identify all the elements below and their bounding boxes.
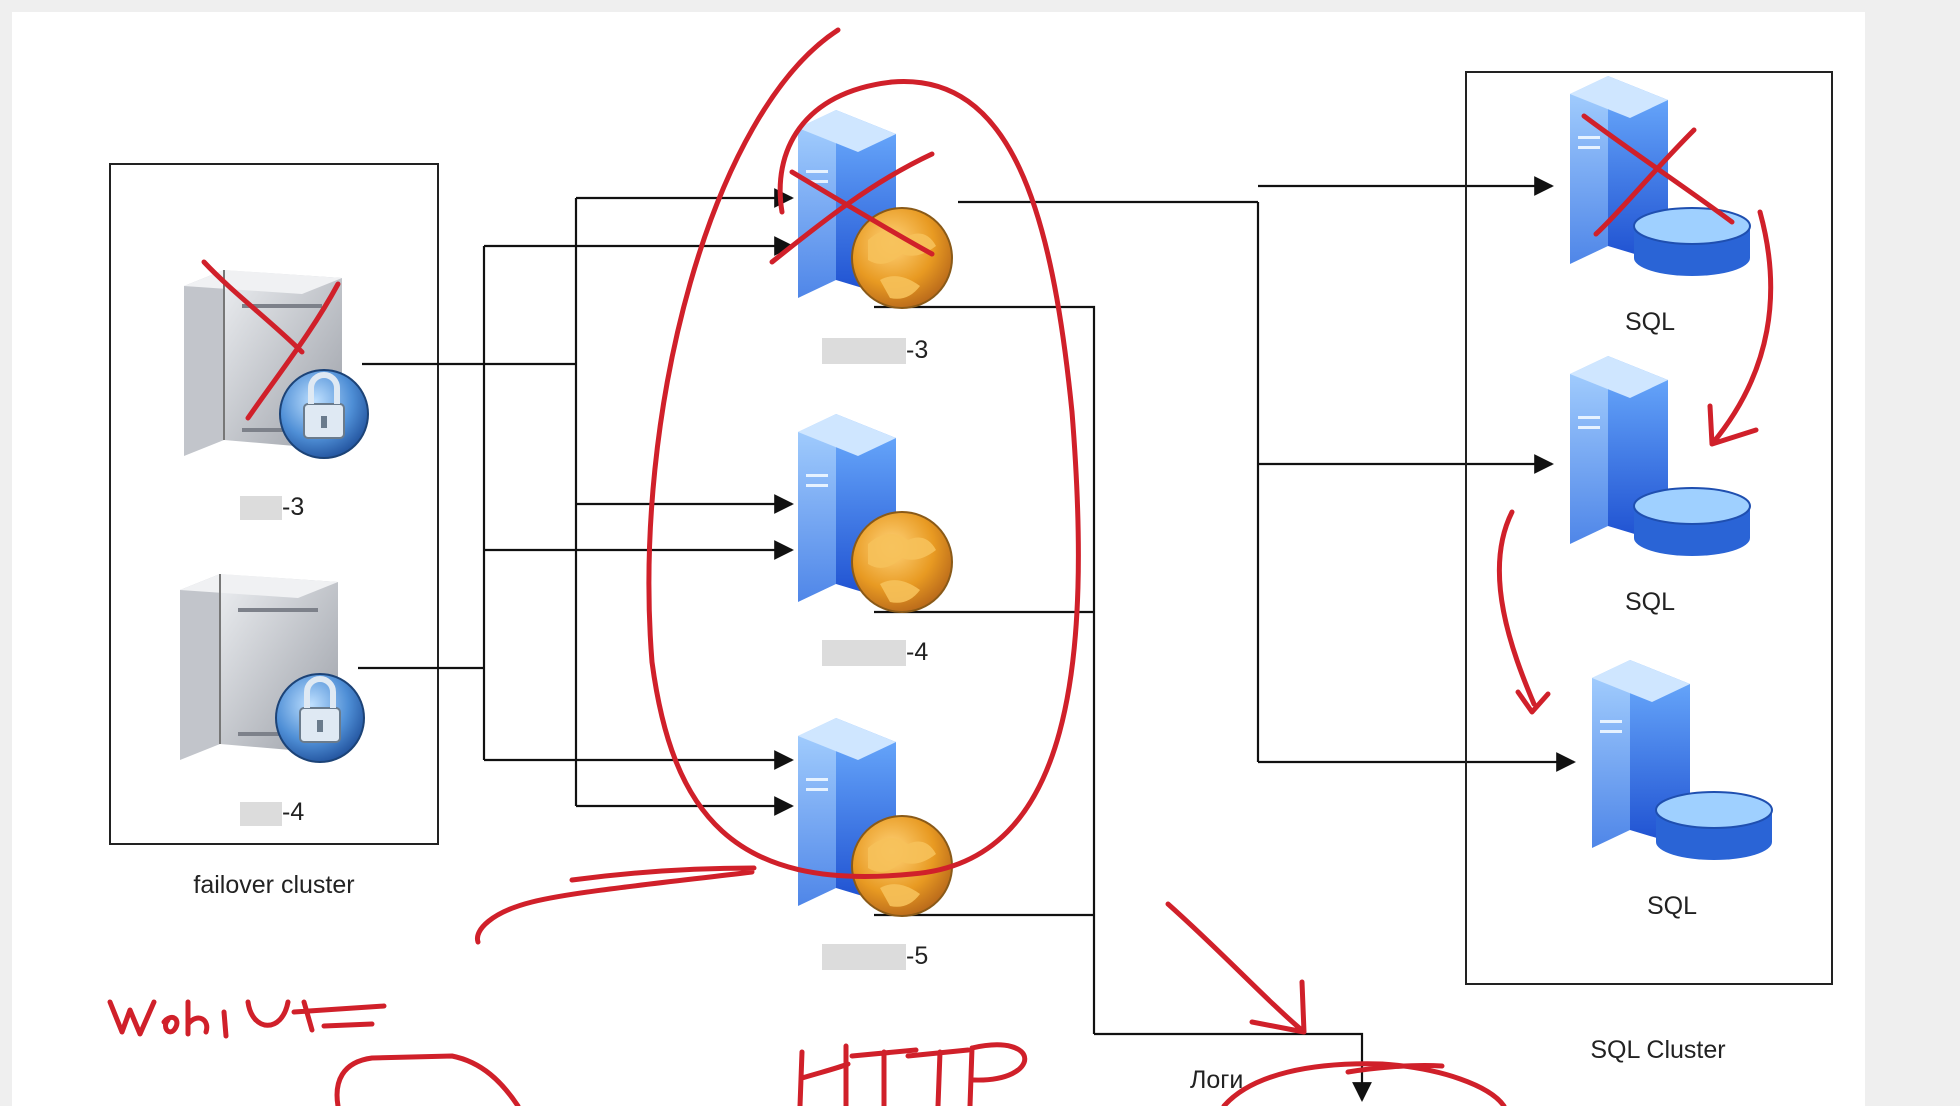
cross-mark	[769, 151, 935, 265]
failover-cluster-box	[109, 163, 439, 845]
handwriting-note-center	[797, 1042, 1028, 1106]
web-server-icon	[797, 109, 953, 309]
arrow-mark	[1165, 901, 1307, 1035]
sql-node-2-label: SQL	[1625, 588, 1675, 616]
locked-server-icon	[180, 574, 364, 762]
failover-node-2-label: -4	[282, 798, 304, 826]
connector-lines	[358, 176, 1576, 1102]
failover-cluster-caption: failover cluster	[193, 871, 354, 899]
web-server-1-label: -3	[906, 336, 928, 364]
sql-node-3-label: SQL	[1647, 892, 1697, 920]
diagram-canvas: failover cluster -3 -4 -3 -4 -5	[12, 12, 1865, 1106]
web-server-icon	[797, 717, 953, 917]
arrow-mark	[1707, 209, 1774, 447]
redacted-name	[240, 802, 282, 826]
database-server-icon	[1569, 75, 1751, 277]
circle-mark	[1221, 1061, 1507, 1106]
sql-node-1-label: SQL	[1625, 308, 1675, 336]
web-server-2-label: -4	[906, 638, 928, 666]
cross-mark	[1581, 113, 1735, 237]
stroke-mark	[1345, 1062, 1445, 1075]
web-server-icon	[797, 413, 953, 613]
handwritten-annotations	[107, 27, 1774, 1106]
handwriting-note-left	[107, 999, 387, 1039]
stroke-mark	[334, 1053, 521, 1106]
redacted-name	[240, 496, 282, 520]
failover-node-1-label: -3	[282, 493, 304, 521]
redacted-name	[822, 944, 906, 970]
sql-cluster-caption: SQL Cluster	[1590, 1036, 1725, 1064]
database-server-icon	[1591, 659, 1773, 861]
sql-cluster-box	[1465, 71, 1833, 985]
redacted-name	[822, 338, 906, 364]
stroke-mark	[474, 865, 757, 945]
locked-server-icon	[184, 270, 368, 458]
database-server-icon	[1569, 355, 1751, 557]
cross-mark	[201, 259, 341, 421]
logs-label: Логи	[1190, 1066, 1243, 1094]
architecture-diagram: failover cluster -3 -4 -3 -4 -5	[107, 27, 1833, 1106]
circle-mark	[646, 27, 1081, 879]
web-server-3-label: -5	[906, 942, 928, 970]
redacted-name	[822, 640, 906, 666]
arrow-mark	[1496, 509, 1551, 715]
